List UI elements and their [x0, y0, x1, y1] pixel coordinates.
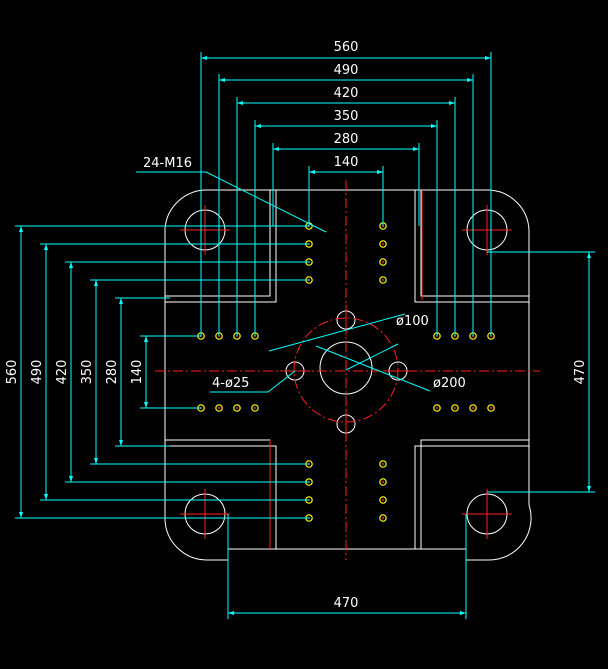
thread-hole [379, 258, 387, 266]
dimension-arrow [309, 170, 315, 174]
dimension-arrow [94, 458, 98, 464]
dimension-arrow [94, 280, 98, 286]
dim-top-350: 350 [334, 109, 359, 124]
thread-hole-center [382, 463, 384, 465]
dimension-arrow [460, 611, 466, 615]
callout-holes: 4-ø25 [212, 376, 249, 391]
dimension-arrow [19, 226, 23, 232]
dim-top-280: 280 [334, 132, 359, 147]
platen-outline [164, 189, 532, 561]
dimension-arrow [413, 147, 419, 151]
dimension-texts: 560 490 420 350 280 140 560 490 420 350 … [5, 40, 588, 611]
thread-hole-center [454, 407, 456, 409]
thread-hole-center [382, 279, 384, 281]
thread-hole [433, 404, 441, 412]
dimension-arrow [119, 440, 123, 446]
dim-top-420: 420 [334, 86, 359, 101]
dim-left-490: 490 [30, 360, 45, 385]
thread-hole-center [382, 499, 384, 501]
thread-hole [379, 478, 387, 486]
dim-left-350: 350 [80, 360, 95, 385]
thread-hole-center [218, 407, 220, 409]
thread-hole [379, 496, 387, 504]
thread-hole [469, 404, 477, 412]
dim-left-280: 280 [105, 360, 120, 385]
dimension-arrow [237, 101, 243, 105]
thread-hole-center [254, 407, 256, 409]
callout-dia-100: ø100 [396, 314, 429, 329]
dim-left-420: 420 [55, 360, 70, 385]
thread-hole-center [382, 517, 384, 519]
thread-hole [379, 460, 387, 468]
dimension-arrow [44, 494, 48, 500]
dimension-arrow [144, 336, 148, 342]
thread-hole-center [472, 407, 474, 409]
dimension-arrow [431, 124, 437, 128]
thread-hole-center [436, 407, 438, 409]
thread-hole [487, 404, 495, 412]
thread-hole [379, 240, 387, 248]
dim-top-560: 560 [334, 40, 359, 55]
dim-bottom-470: 470 [334, 596, 359, 611]
dim-right-470: 470 [573, 360, 588, 385]
dimension-arrow [273, 147, 279, 151]
dimension-arrow [201, 56, 207, 60]
dimension-arrow [69, 476, 73, 482]
thread-hole [251, 404, 259, 412]
dimension-arrow [19, 512, 23, 518]
dimension-arrow [119, 298, 123, 304]
thread-hole [215, 404, 223, 412]
thread-hole-center [236, 407, 238, 409]
thread-hole-center [490, 407, 492, 409]
dimension-arrow [485, 56, 491, 60]
thread-hole [379, 276, 387, 284]
thread-hole-center [382, 243, 384, 245]
dimension-arrow [228, 611, 234, 615]
thread-hole [451, 404, 459, 412]
dim-top-490: 490 [334, 63, 359, 78]
dimension-lines [15, 52, 595, 619]
dimension-arrow [587, 252, 591, 258]
centerlines [155, 180, 540, 560]
dim-left-140: 140 [130, 360, 145, 385]
dimension-arrow [467, 78, 473, 82]
thread-hole [233, 404, 241, 412]
dimension-arrow [219, 78, 225, 82]
callout-dia-200: ø200 [433, 376, 466, 391]
thread-hole-center [382, 481, 384, 483]
dim-left-560: 560 [5, 360, 20, 385]
dimension-arrow [377, 170, 383, 174]
dimension-arrow [144, 402, 148, 408]
dimension-arrow [449, 101, 455, 105]
dimension-arrow [44, 244, 48, 250]
thread-hole [379, 514, 387, 522]
callout-thread: 24-M16 [143, 156, 192, 171]
dimension-arrow [587, 486, 591, 492]
dimension-arrow [255, 124, 261, 128]
dimension-arrow [69, 262, 73, 268]
arrowheads [19, 56, 591, 615]
thread-hole-center [382, 261, 384, 263]
dim-top-140: 140 [334, 155, 359, 170]
